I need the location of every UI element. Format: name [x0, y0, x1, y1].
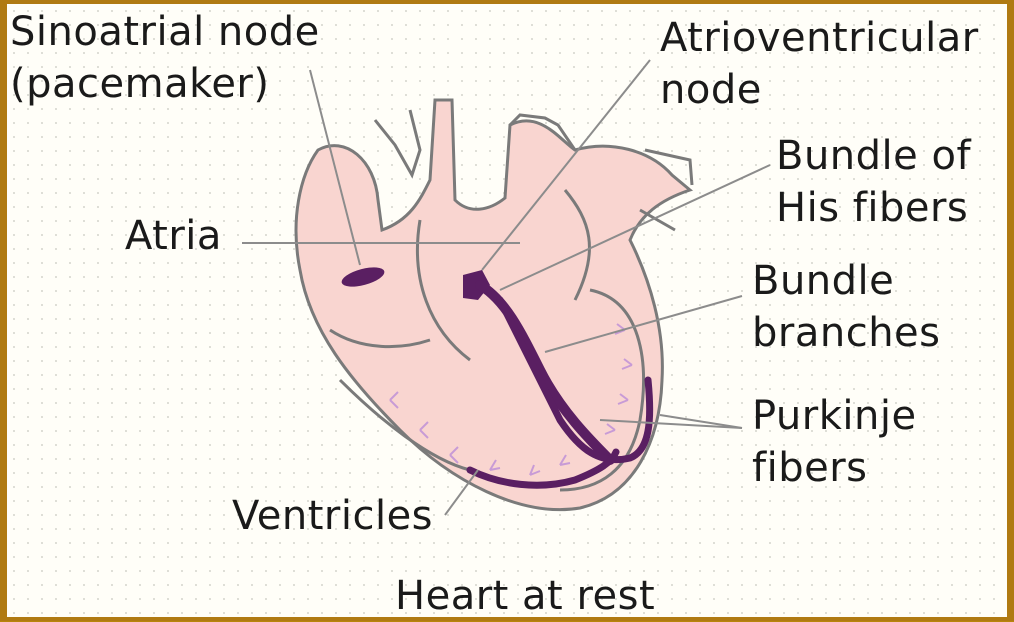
label-purkinje-line2: fibers — [752, 442, 867, 494]
label-branches-line2: branches — [752, 307, 941, 359]
label-av-line2: node — [660, 64, 762, 116]
label-sinoatrial-line1: Sinoatrial node — [10, 6, 320, 58]
label-his-line1: Bundle of — [776, 130, 971, 182]
label-his-line2: His fibers — [776, 182, 968, 234]
label-av-line1: Atrioventricular — [660, 12, 979, 64]
caption-heart-at-rest: Heart at rest — [395, 570, 655, 622]
label-sinoatrial-line2: (pacemaker) — [10, 58, 269, 110]
label-ventricles: Ventricles — [232, 490, 433, 542]
vena-cava-vessel — [375, 110, 420, 175]
label-purkinje-line1: Purkinje — [752, 390, 917, 442]
label-atria: Atria — [125, 210, 222, 262]
label-branches-line1: Bundle — [752, 255, 894, 307]
